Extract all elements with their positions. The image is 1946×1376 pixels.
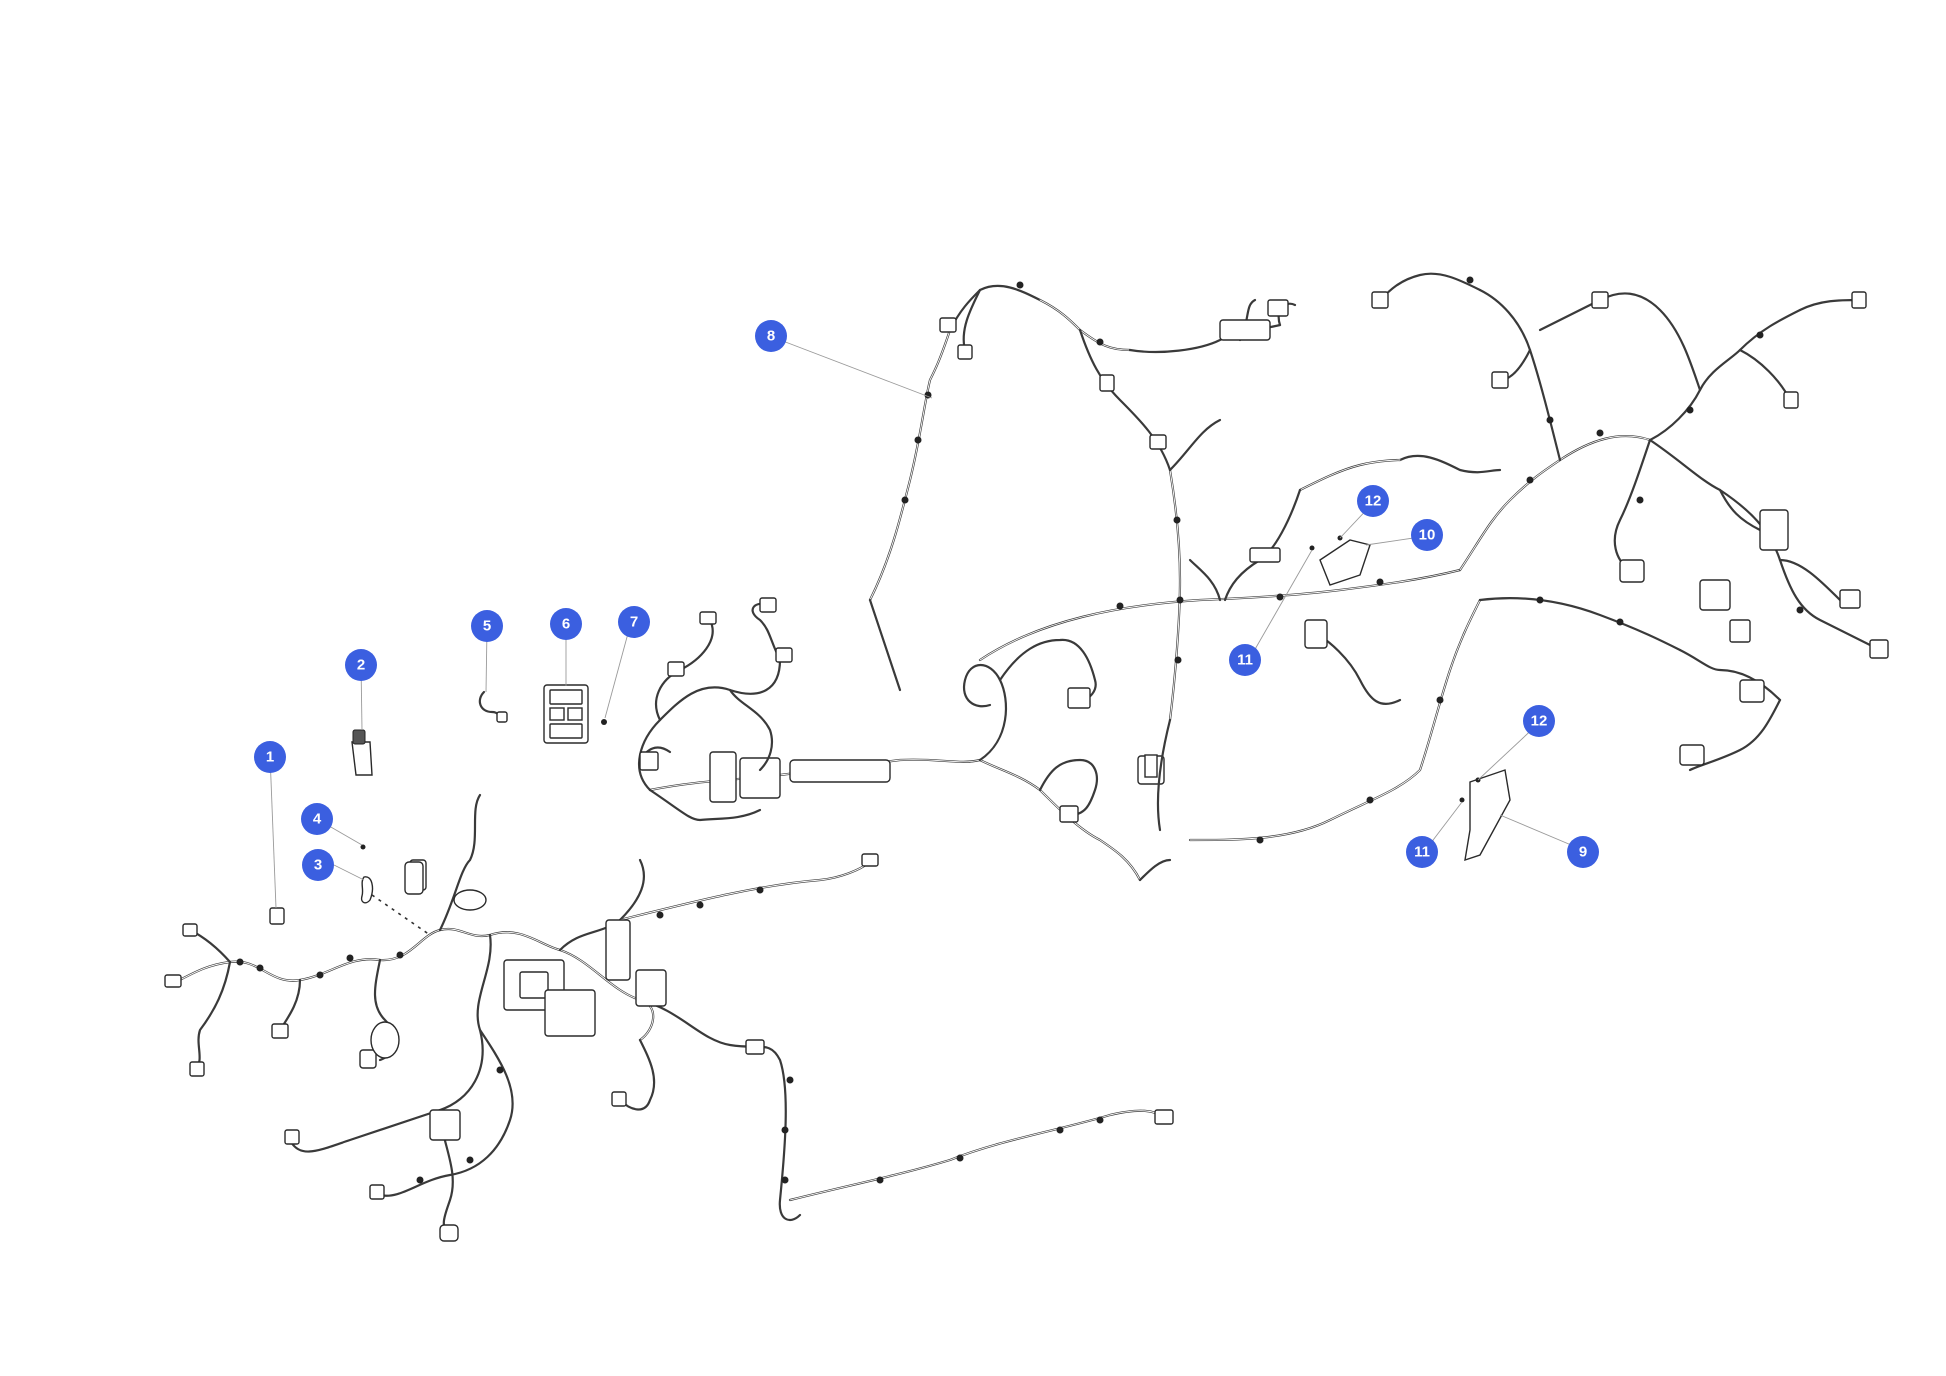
part-10 bbox=[1319, 539, 1371, 586]
leader-lines bbox=[269, 337, 1584, 909]
callout-label: 9 bbox=[1579, 844, 1587, 861]
callout-6: 6 bbox=[550, 608, 582, 640]
callout-label: 5 bbox=[483, 618, 491, 635]
part-5 bbox=[496, 711, 508, 723]
callout-8: 8 bbox=[755, 320, 787, 352]
callout-11-upper: 11 bbox=[1229, 644, 1261, 676]
callout-label: 1 bbox=[266, 749, 274, 766]
callout-label: 10 bbox=[1419, 527, 1436, 544]
callout-11-lower: 11 bbox=[1406, 836, 1438, 868]
part-3 bbox=[360, 876, 374, 904]
part-4 bbox=[360, 844, 366, 850]
front-harness bbox=[164, 793, 1174, 1242]
loose-parts bbox=[351, 684, 607, 776]
callout-12-lower: 12 bbox=[1523, 705, 1555, 737]
callout-label: 6 bbox=[562, 616, 570, 633]
callout-label: 2 bbox=[357, 657, 365, 674]
callout-3: 3 bbox=[302, 849, 334, 881]
callout-9: 9 bbox=[1567, 836, 1599, 868]
callout-12-upper: 12 bbox=[1357, 485, 1389, 517]
callout-label: 11 bbox=[1414, 844, 1430, 861]
callout-label: 12 bbox=[1531, 713, 1548, 730]
part-6-fuse-box bbox=[543, 684, 589, 744]
part-7 bbox=[601, 719, 607, 725]
callouts: 1 2 3 4 5 6 7 8 bbox=[254, 320, 1599, 881]
callout-label: 12 bbox=[1365, 493, 1382, 510]
callout-4: 4 bbox=[301, 803, 333, 835]
callout-label: 7 bbox=[630, 614, 638, 631]
callout-label: 11 bbox=[1237, 652, 1253, 669]
part-1 bbox=[269, 907, 285, 925]
callout-10: 10 bbox=[1411, 519, 1443, 551]
part-9 bbox=[1464, 769, 1511, 862]
body-harness bbox=[638, 272, 1889, 882]
callout-7: 7 bbox=[618, 606, 650, 638]
callout-label: 8 bbox=[767, 328, 775, 345]
part-2 bbox=[351, 741, 373, 776]
callout-label: 3 bbox=[314, 857, 322, 874]
callout-label: 4 bbox=[313, 811, 322, 828]
callout-5: 5 bbox=[471, 610, 503, 642]
callout-1: 1 bbox=[254, 741, 286, 773]
callout-2: 2 bbox=[345, 649, 377, 681]
